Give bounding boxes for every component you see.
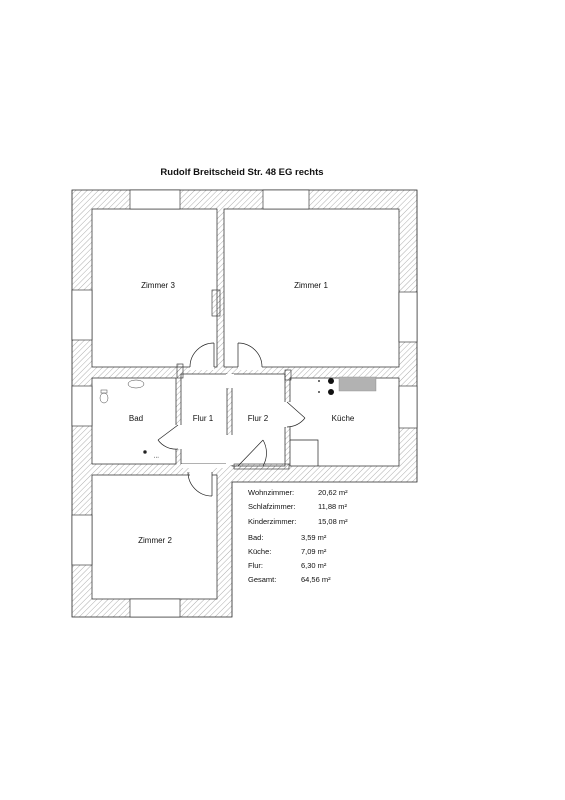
label-zimmer3: Zimmer 3	[141, 281, 175, 290]
room-flur2	[231, 373, 286, 467]
kueche-jog	[290, 439, 319, 466]
area-value: 11,88 m²	[318, 502, 348, 511]
area-label: Kinderzimmer:	[248, 517, 296, 526]
area-value: 64,56 m²	[301, 575, 331, 584]
burner-small-icon	[318, 380, 320, 382]
room-flur1	[180, 373, 228, 465]
doors	[157, 342, 306, 497]
burner-small-icon	[318, 391, 320, 393]
svg-text:· · ·: · · ·	[154, 455, 159, 459]
kueche-fixtures	[318, 376, 377, 395]
windows	[71, 189, 418, 618]
drain-icon	[143, 450, 147, 454]
label-flur2: Flur 2	[248, 414, 269, 423]
area-label: Wohnzimmer:	[248, 488, 294, 497]
room-zimmer3	[91, 208, 218, 368]
label-zimmer2: Zimmer 2	[138, 536, 172, 545]
label-kueche: Küche	[332, 414, 355, 423]
room-kueche	[289, 377, 400, 467]
room-zimmer2	[91, 474, 218, 600]
label-bad: Bad	[129, 414, 143, 423]
area-value: 3,59 m²	[301, 533, 327, 542]
label-zimmer1: Zimmer 1	[294, 281, 328, 290]
area-value: 6,30 m²	[301, 561, 327, 570]
area-label: Schlafzimmer:	[248, 502, 296, 511]
area-value: 7,09 m²	[301, 547, 327, 556]
sink-icon	[127, 379, 145, 389]
area-label: Küche:	[248, 547, 271, 556]
room-zimmer1	[223, 208, 400, 368]
bad-fixtures: · · ·	[99, 379, 159, 459]
room-flur1-lower	[181, 464, 227, 468]
room-bad	[91, 377, 177, 465]
plan-title: Rudolf Breitscheid Str. 48 EG rechts	[160, 167, 323, 178]
room-labels: Zimmer 3 Zimmer 1 Bad Flur 1 Flur 2 Küch…	[129, 281, 355, 545]
counter-icon	[338, 376, 377, 392]
area-label: Bad:	[248, 533, 263, 542]
burner-icon	[328, 389, 334, 395]
area-label: Flur:	[248, 561, 263, 570]
burner-icon	[328, 378, 334, 384]
label-flur1: Flur 1	[193, 414, 214, 423]
area-value: 15,08 m²	[318, 517, 348, 526]
area-value: 20,62 m²	[318, 488, 348, 497]
wall-details	[176, 289, 292, 470]
area-label: Gesamt:	[248, 575, 276, 584]
area-table: Wohnzimmer: 20,62 m² Schlafzimmer: 11,88 m²…	[248, 488, 348, 584]
